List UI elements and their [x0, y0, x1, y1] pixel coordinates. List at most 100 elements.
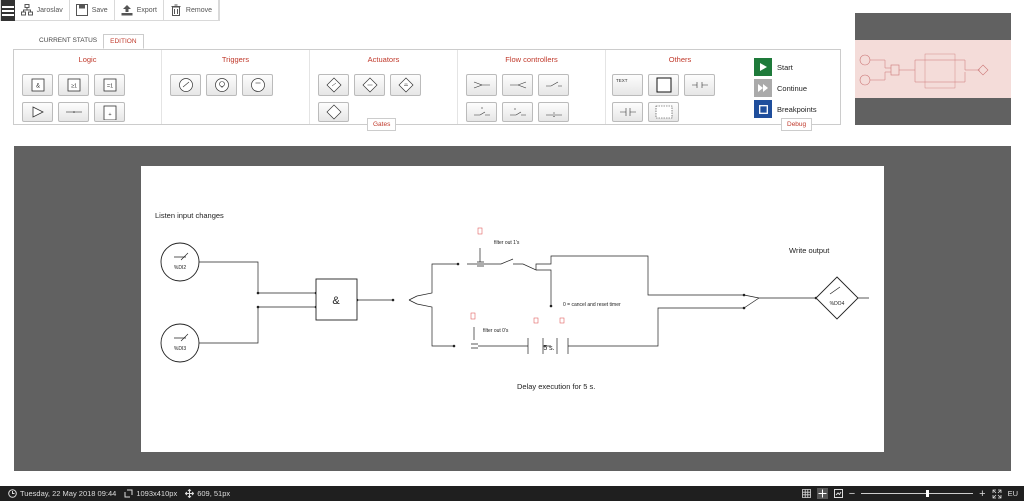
diamond-reset-icon [398, 77, 413, 93]
label-filter-ones: filter out 1's [494, 240, 520, 246]
minimap-diagram [859, 53, 989, 89]
save-label: Save [91, 6, 108, 14]
tool-actuator-toggle[interactable] [318, 102, 349, 122]
hamburger-menu-button[interactable] [1, 0, 15, 21]
play-icon [754, 58, 772, 76]
output-node-do4[interactable]: %DO4 [815, 276, 859, 320]
zoom-slider[interactable] [861, 490, 974, 497]
tool-terminal[interactable] [612, 102, 643, 122]
and-gate-label: & [332, 295, 340, 307]
timer-label: 5 s. [543, 345, 554, 352]
wire-icon [65, 111, 82, 113]
zoom-in-button[interactable]: + [979, 487, 986, 500]
zoom-out-button[interactable]: − [848, 487, 856, 500]
diagram-wires [199, 255, 869, 354]
tool-flow-gate-open[interactable] [466, 102, 497, 122]
tool-box[interactable] [648, 74, 679, 96]
debug-breakpoints-label: Breakpoints [777, 104, 817, 114]
tool-actuator-reset[interactable] [390, 74, 421, 96]
merge-icon [473, 81, 490, 89]
group-title-logic: Logic [78, 55, 97, 64]
fullscreen-icon[interactable] [992, 489, 1002, 499]
output-do4-label: %DO4 [830, 301, 845, 307]
or-gate-icon: ≥1 [67, 78, 80, 92]
tool-actuator-set[interactable] [354, 74, 385, 96]
tool-flow-split[interactable] [502, 74, 533, 96]
zoom-slider-knob[interactable] [926, 490, 930, 497]
or-gate-symbol: ≥1 [70, 84, 76, 90]
gates-section-label[interactable]: Gates [367, 118, 397, 131]
tool-trigger-change[interactable] [206, 74, 237, 96]
diagram-workspace[interactable]: Listen input changes Write output Delay … [14, 146, 1011, 471]
label-cancel-timer: 0 = cancel and reset timer [563, 302, 621, 308]
tool-group-box[interactable] [648, 102, 679, 122]
tool-flow-filter[interactable] [538, 102, 569, 122]
tool-add[interactable]: + [94, 102, 125, 122]
tool-xor-gate[interactable]: =1 [94, 74, 125, 96]
minimap-preview[interactable] [855, 13, 1011, 125]
and-gate-block[interactable]: & [315, 278, 358, 321]
tab-current-status[interactable]: CURRENT STATUS [39, 37, 98, 44]
locale-label[interactable]: EU [1007, 489, 1018, 498]
export-button[interactable]: Export [115, 0, 164, 20]
input-node-di3[interactable]: %DI3 [160, 323, 200, 363]
group-title-flow: Flow controllers [505, 55, 558, 64]
save-button[interactable]: Save [70, 0, 115, 20]
status-datetime: Tuesday, 22 May 2018 09:44 [8, 489, 116, 498]
tool-actuator-output[interactable] [318, 74, 349, 96]
group-title-others: Others [668, 55, 692, 64]
debug-continue-button[interactable]: Continue [754, 78, 840, 98]
add-block-symbol: + [108, 112, 111, 118]
debug-breakpoints-button[interactable]: Breakpoints [754, 99, 840, 119]
pan-mode-icon[interactable] [816, 488, 828, 499]
diagram-canvas[interactable]: Listen input changes Write output Delay … [141, 166, 884, 452]
tool-or-gate[interactable]: ≥1 [58, 74, 89, 96]
tool-trigger-time[interactable] [242, 74, 273, 96]
mode-tabs: CURRENT STATUS EDITION [33, 34, 144, 49]
label-delay: Delay execution for 5 s. [517, 382, 595, 391]
timer-trigger-icon [250, 78, 265, 92]
diamond-toggle-icon [326, 104, 341, 120]
tab-edition[interactable]: EDITION [103, 34, 144, 49]
xor-gate-icon: =1 [103, 78, 116, 92]
status-cursor-label: 609, 51px [197, 489, 231, 498]
status-controls: − + EU [801, 486, 1018, 501]
bulb-trigger-icon [214, 78, 229, 92]
remove-button[interactable]: Remove [164, 0, 219, 20]
minimap-viewport[interactable] [855, 40, 1011, 98]
group-logic: Logic & ≥1 =1 + [14, 50, 162, 124]
grid-toggle-icon[interactable] [801, 489, 811, 498]
label-listen: Listen input changes [155, 211, 224, 220]
status-cursor: 609, 51px [185, 489, 230, 498]
tool-trigger-rise[interactable] [170, 74, 201, 96]
status-canvas-size: 1093x410px [124, 489, 177, 498]
split-icon [509, 81, 526, 89]
timer-block[interactable]: 5 s. [543, 345, 554, 352]
debug-section-label[interactable]: Debug [781, 118, 813, 131]
tool-not-gate[interactable] [22, 102, 53, 122]
move-cursor-icon [185, 489, 195, 498]
debug-start-button[interactable]: Start [754, 57, 840, 77]
tool-wire[interactable] [58, 102, 89, 122]
breakpoint-icon [754, 100, 772, 118]
fit-view-icon[interactable] [833, 489, 843, 498]
tool-text[interactable]: TEXT [612, 74, 643, 96]
terminal-icon [619, 108, 636, 116]
trash-icon [171, 4, 181, 16]
gate-closed-icon [509, 108, 526, 116]
label-write: Write output [789, 246, 830, 255]
connector-icon [691, 82, 708, 88]
dashed-box-icon [655, 105, 672, 119]
tool-and-gate[interactable]: & [22, 74, 53, 96]
group-flow-controllers: Flow controllers [458, 50, 606, 124]
tool-flow-gate-closed[interactable] [502, 102, 533, 122]
filter-zeros-block[interactable] [471, 327, 478, 349]
filter-ones-block[interactable] [477, 248, 484, 267]
tool-flow-switch[interactable] [538, 74, 569, 96]
add-block-icon: + [103, 105, 116, 120]
tool-connector[interactable] [684, 74, 715, 96]
input-node-di2[interactable]: %DI2 [160, 242, 200, 282]
user-button[interactable]: Jaroslav [15, 0, 70, 20]
tool-flow-merge[interactable] [466, 74, 497, 96]
